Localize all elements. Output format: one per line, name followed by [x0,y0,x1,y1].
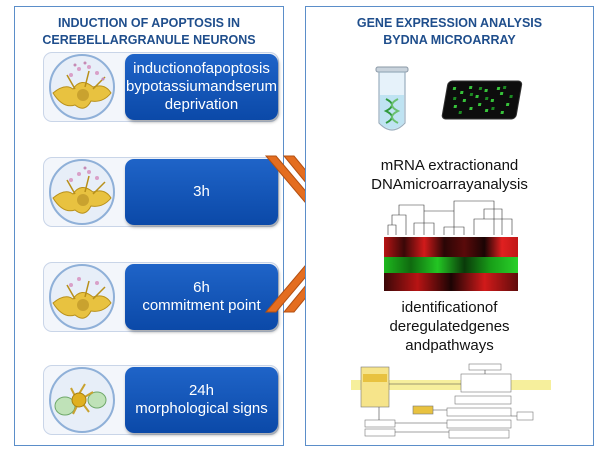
left-panel-title: INDUCTION OF APOPTOSIS IN CEREBELLARGRAN… [42,16,256,47]
step-label-3h: 3h [125,159,278,225]
pathway-diagram [351,363,551,439]
apoptosis-induction-panel: INDUCTION OF APOPTOSIS IN CEREBELLARGRAN… [14,6,284,446]
expression-heatmap [384,200,518,291]
gene-expression-panel: GENE EXPRESSION ANALYSIS BYDNA MICROARRA… [305,6,594,446]
step-label-24h: 24h morphological signs [125,367,278,433]
step-induction: inductionofapoptosis bypotassiumandserum… [43,52,283,122]
neuron-cell-image-induction [49,54,115,120]
step-3h: 3h [43,157,283,227]
step-6h: 6h commitment point [43,262,283,332]
right-panel-title: GENE EXPRESSION ANALYSIS BYDNA MICROARRA… [356,16,543,47]
step-label-6h: 6h commitment point [125,264,278,330]
apoptotic-cell-image-24h [49,367,115,433]
step-label-induction: inductionofapoptosis bypotassiumandserum… [125,54,278,120]
neuron-cell-image-3h [49,159,115,225]
step-24h: 24h morphological signs [43,365,283,435]
microarray-step-text: mRNA extractionand DNAmicroarrayanalysis [371,157,528,193]
test-tube-icon [375,66,409,131]
neuron-cell-image-6h [49,264,115,330]
microarray-chip-icon [441,80,523,120]
pathway-step-text: identificationof deregulatedgenes andpat… [389,299,510,354]
